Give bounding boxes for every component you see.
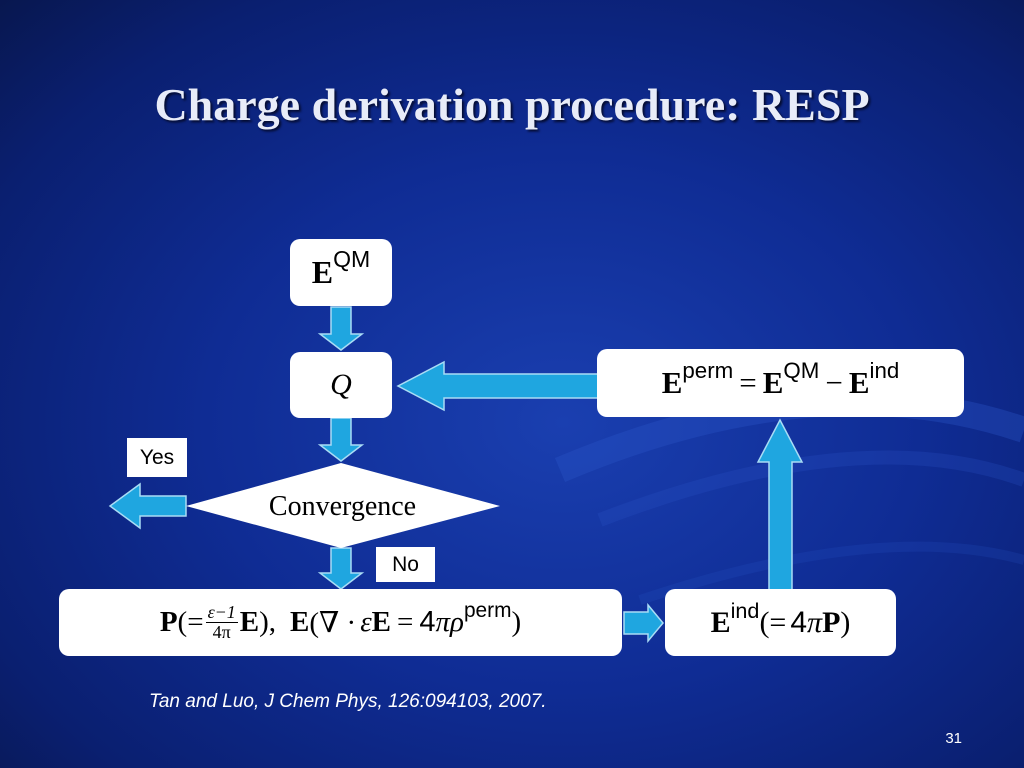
- arrow-p-to-eind: [623, 602, 664, 644]
- arrow-eperm-to-q: [396, 360, 599, 412]
- no-label: No: [376, 547, 435, 582]
- eperm-lhs: E: [661, 365, 683, 400]
- eqm-sup: QM: [333, 246, 371, 273]
- arrow-yes-exit: [108, 482, 187, 530]
- yes-label: Yes: [127, 438, 187, 477]
- arrow-eind-to-eperm: [756, 418, 804, 591]
- arrow-eqm-to-q: [317, 306, 365, 351]
- arrow-q-to-convergence: [317, 417, 365, 462]
- convergence-diamond: [186, 463, 500, 548]
- citation: Tan and Luo, J Chem Phys, 126:094103, 20…: [149, 691, 547, 712]
- arrow-convergence-to-p: [317, 547, 365, 590]
- q-box: Q: [290, 352, 392, 418]
- fraction: ε−1 4π: [205, 602, 238, 642]
- convergence-label: Convergence: [268, 491, 417, 522]
- page-number: 31: [945, 730, 962, 747]
- eqm-base: E: [311, 254, 334, 290]
- slide-title: Charge derivation procedure: RESP: [154, 79, 870, 130]
- q-symbol: Q: [330, 368, 352, 401]
